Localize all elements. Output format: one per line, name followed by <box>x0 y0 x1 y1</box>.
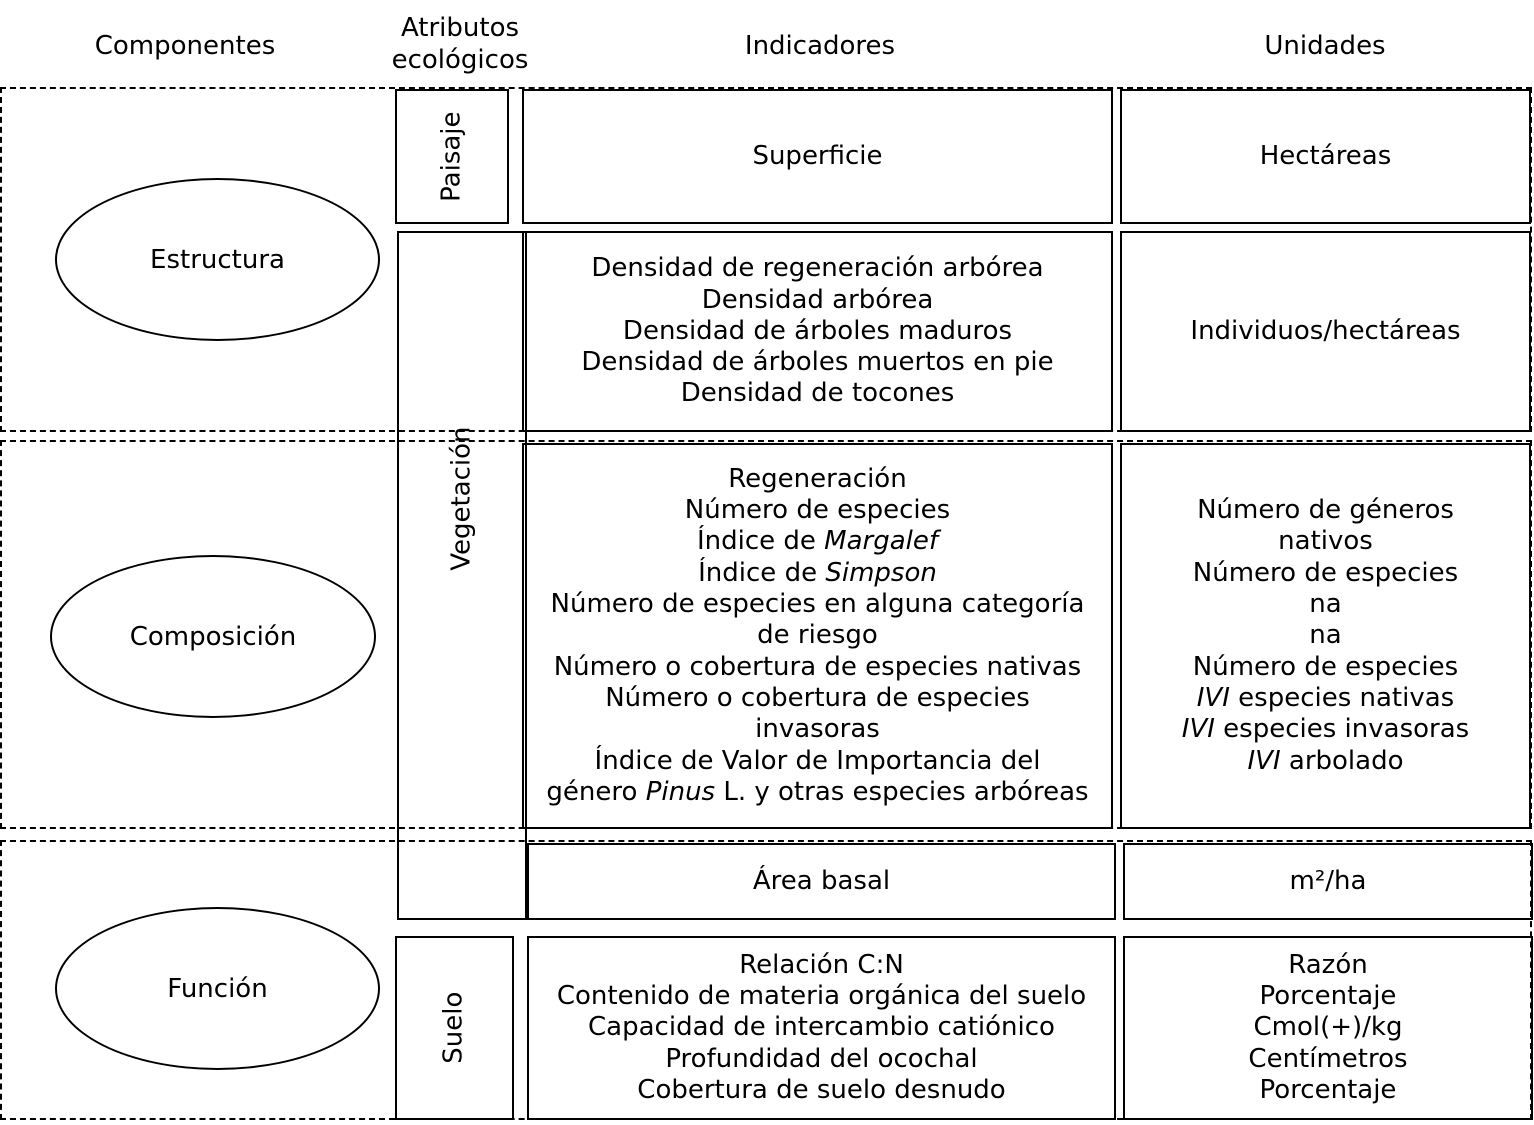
list-line: Número o cobertura de especies <box>605 682 1030 713</box>
list-line: IVI especies invasoras <box>1181 714 1470 745</box>
list-line: na <box>1309 589 1342 620</box>
list-line: Hectáreas <box>1259 140 1392 171</box>
header-unidades: Unidades <box>1264 31 1386 61</box>
indicator-area: Área basal <box>527 843 1116 920</box>
header-componentes: Componentes <box>94 31 276 61</box>
list-line: Relación C:N <box>739 949 904 980</box>
header-atributos-l2: ecológicos <box>391 45 529 75</box>
list-line: Regeneración <box>728 463 907 494</box>
attribute-vegetacion: Vegetación <box>397 231 527 920</box>
list-line: Número de especies <box>1192 651 1459 682</box>
header-atributos-l1: Atributos <box>400 13 520 43</box>
list-line: Individuos/hectáreas <box>1190 315 1461 346</box>
list-line: Número de especies en alguna categoría <box>550 589 1085 620</box>
component-composicion: Composición <box>50 555 376 718</box>
component-funcion: Función <box>55 907 380 1070</box>
list-line: invasoras <box>755 714 880 745</box>
list-line: Porcentaje <box>1259 981 1397 1012</box>
list-line: Contenido de materia orgánica del suelo <box>556 981 1087 1012</box>
list-line: Densidad arbórea <box>701 284 934 315</box>
component-estructura: Estructura <box>55 178 380 341</box>
list-line: Número de especies <box>684 495 951 526</box>
list-line: IVI arbolado <box>1247 745 1404 776</box>
list-line: Densidad de árboles muertos en pie <box>581 347 1054 378</box>
attribute-vegetacion-label: Vegetación <box>446 426 477 571</box>
header-indicadores: Indicadores <box>744 31 896 61</box>
list-line: Densidad de tocones <box>680 378 955 409</box>
list-line: Razón <box>1288 949 1368 980</box>
list-line: Número de especies <box>1192 557 1459 588</box>
attribute-paisaje: Paisaje <box>395 89 509 224</box>
unit-paisaje: Hectáreas <box>1120 89 1531 224</box>
list-line: Área basal <box>752 865 891 896</box>
list-line: Cobertura de suelo desnudo <box>637 1074 1006 1105</box>
list-line: Índice de Margalef <box>696 526 939 557</box>
indicator-paisaje: Superficie <box>522 89 1113 224</box>
list-line: género Pinus L. y otras especies arbórea… <box>546 776 1089 807</box>
list-line: Densidad de árboles maduros <box>622 315 1013 346</box>
attribute-suelo-label: Suelo <box>438 991 469 1065</box>
list-line: Índice de Valor de Importancia del <box>594 745 1041 776</box>
unit-area: m²/ha <box>1123 843 1533 920</box>
list-line: Número o cobertura de especies nativas <box>553 651 1082 682</box>
list-line: Centímetros <box>1248 1043 1408 1074</box>
list-line: nativos <box>1278 526 1373 557</box>
list-line: Porcentaje <box>1259 1074 1397 1105</box>
list-line: Cmol(+)/kg <box>1253 1012 1403 1043</box>
list-line: Superficie <box>752 140 883 171</box>
list-line: Capacidad de intercambio catiónico <box>588 1012 1055 1043</box>
list-line: IVI especies nativas <box>1196 682 1455 713</box>
list-line: Densidad de regeneración arbórea <box>591 253 1044 284</box>
list-line: Número de géneros <box>1197 495 1454 526</box>
attribute-paisaje-label: Paisaje <box>436 111 467 202</box>
list-line: Profundidad del ocochal <box>665 1043 978 1074</box>
list-line: na <box>1309 620 1342 651</box>
list-line: m²/ha <box>1289 865 1367 896</box>
list-line: de riesgo <box>757 620 878 651</box>
list-line: Índice de Simpson <box>698 557 937 588</box>
unit-estructura: Individuos/hectáreas <box>1120 231 1531 432</box>
attribute-suelo: Suelo <box>395 936 514 1120</box>
